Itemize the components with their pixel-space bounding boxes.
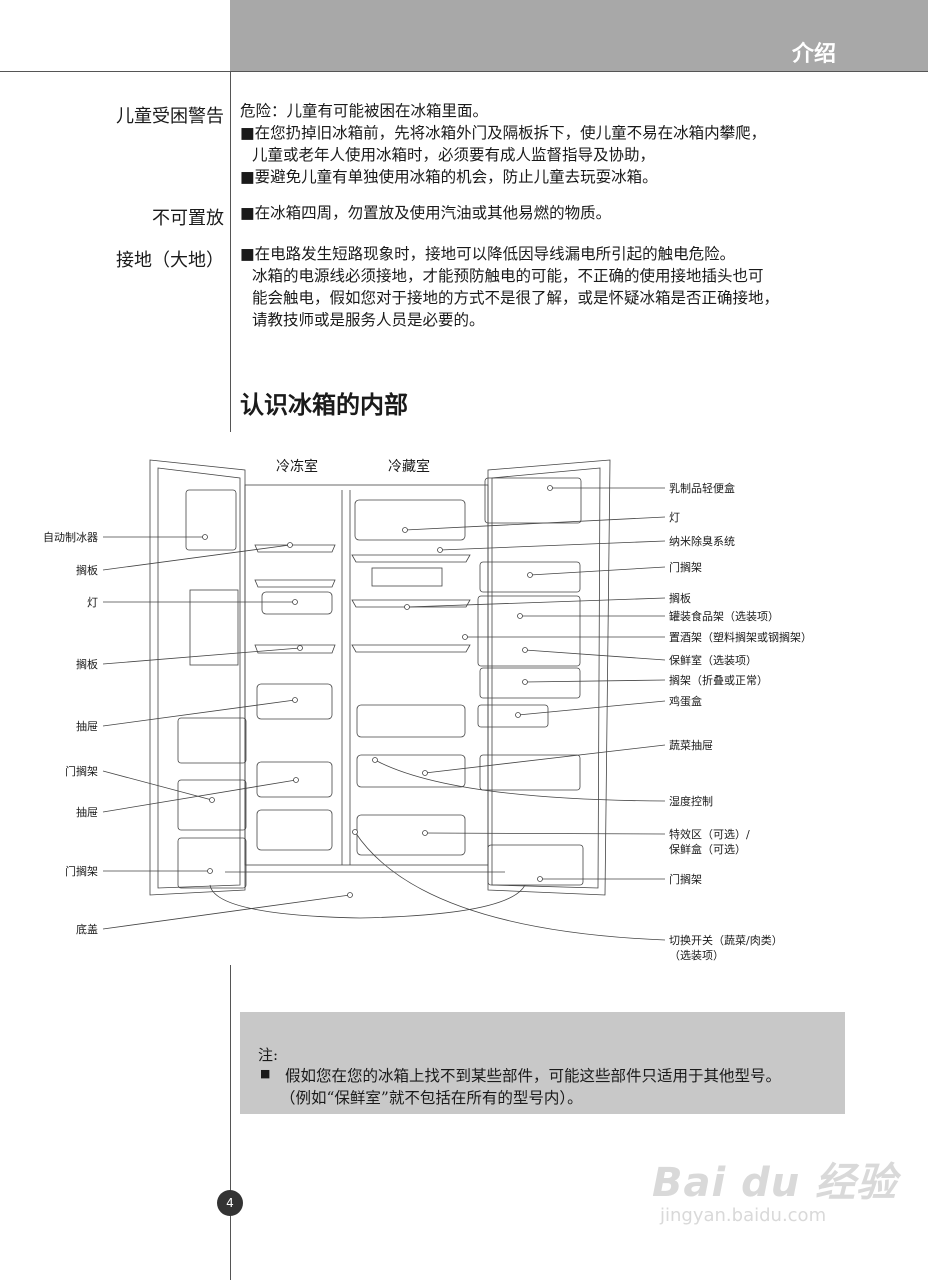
callout-door-rack: 门搁架 [669,560,702,575]
callout-drawer: 抽屉 [76,805,98,820]
callout-switch: 切换开关（蔬菜/肉类） [669,933,783,948]
callout-deodorizer: 纳米除臭系统 [669,534,735,549]
left-leader-lines [103,535,353,930]
note-box: 注: ■ 假如您在您的冰箱上找不到某些部件，可能这些部件只适用于其他型号。 （例… [240,1012,845,1114]
note-bullet: ■ [260,1067,270,1080]
callout-switch-option: （选装项） [669,948,724,963]
callout-drawer: 抽屉 [76,719,98,734]
watermark-url: jingyan.baidu.com [660,1205,826,1226]
callout-ice-maker: 自动制冰器 [43,530,98,545]
callout-door-rack: 门搁架 [669,872,702,887]
callout-humidity-control: 湿度控制 [669,794,713,809]
callout-lamp: 灯 [669,510,680,525]
baidu-watermark: Bai du 经验 jingyan.baidu.com [652,1150,897,1208]
callout-can-rack: 罐装食品架（选装项） [669,609,779,624]
compartment-label-freezer: 冷冻室 [276,460,318,475]
callout-special-zone: 特效区（可选）/ [669,827,750,842]
callout-egg-box: 鸡蛋盒 [669,694,702,709]
callout-door-rack: 门搁架 [65,864,98,879]
page-number: 4 [217,1190,243,1216]
callout-dairy-box: 乳制品轻便盒 [669,481,735,496]
callout-vegetable-drawer: 蔬菜抽屉 [669,738,713,753]
callout-shelf: 搁板 [76,657,98,672]
callout-crisper-box: 保鲜盒（可选） [669,842,746,857]
callout-shelf: 搁板 [669,591,691,606]
callout-fresh-room: 保鲜室（选装项） [669,653,757,668]
callout-folding-shelf: 搁架（折叠或正常） [669,673,768,688]
callout-wine-rack: 置酒架（塑料搁架或钢搁架） [669,630,812,645]
callout-door-rack: 门搁架 [65,764,98,779]
compartment-label-fridge: 冷藏室 [388,460,430,475]
watermark-brand: Bai du 经验 [652,1160,897,1206]
note-line-2: （例如“保鲜室”就不包括在所有的型号内）。 [280,1086,583,1108]
callout-shelf: 搁板 [76,563,98,578]
note-title: 注: [258,1044,278,1065]
callout-lamp: 灯 [87,595,98,610]
callout-bottom-cover: 底盖 [76,922,98,937]
note-line-1: 假如您在您的冰箱上找不到某些部件，可能这些部件只适用于其他型号。 [285,1064,781,1086]
